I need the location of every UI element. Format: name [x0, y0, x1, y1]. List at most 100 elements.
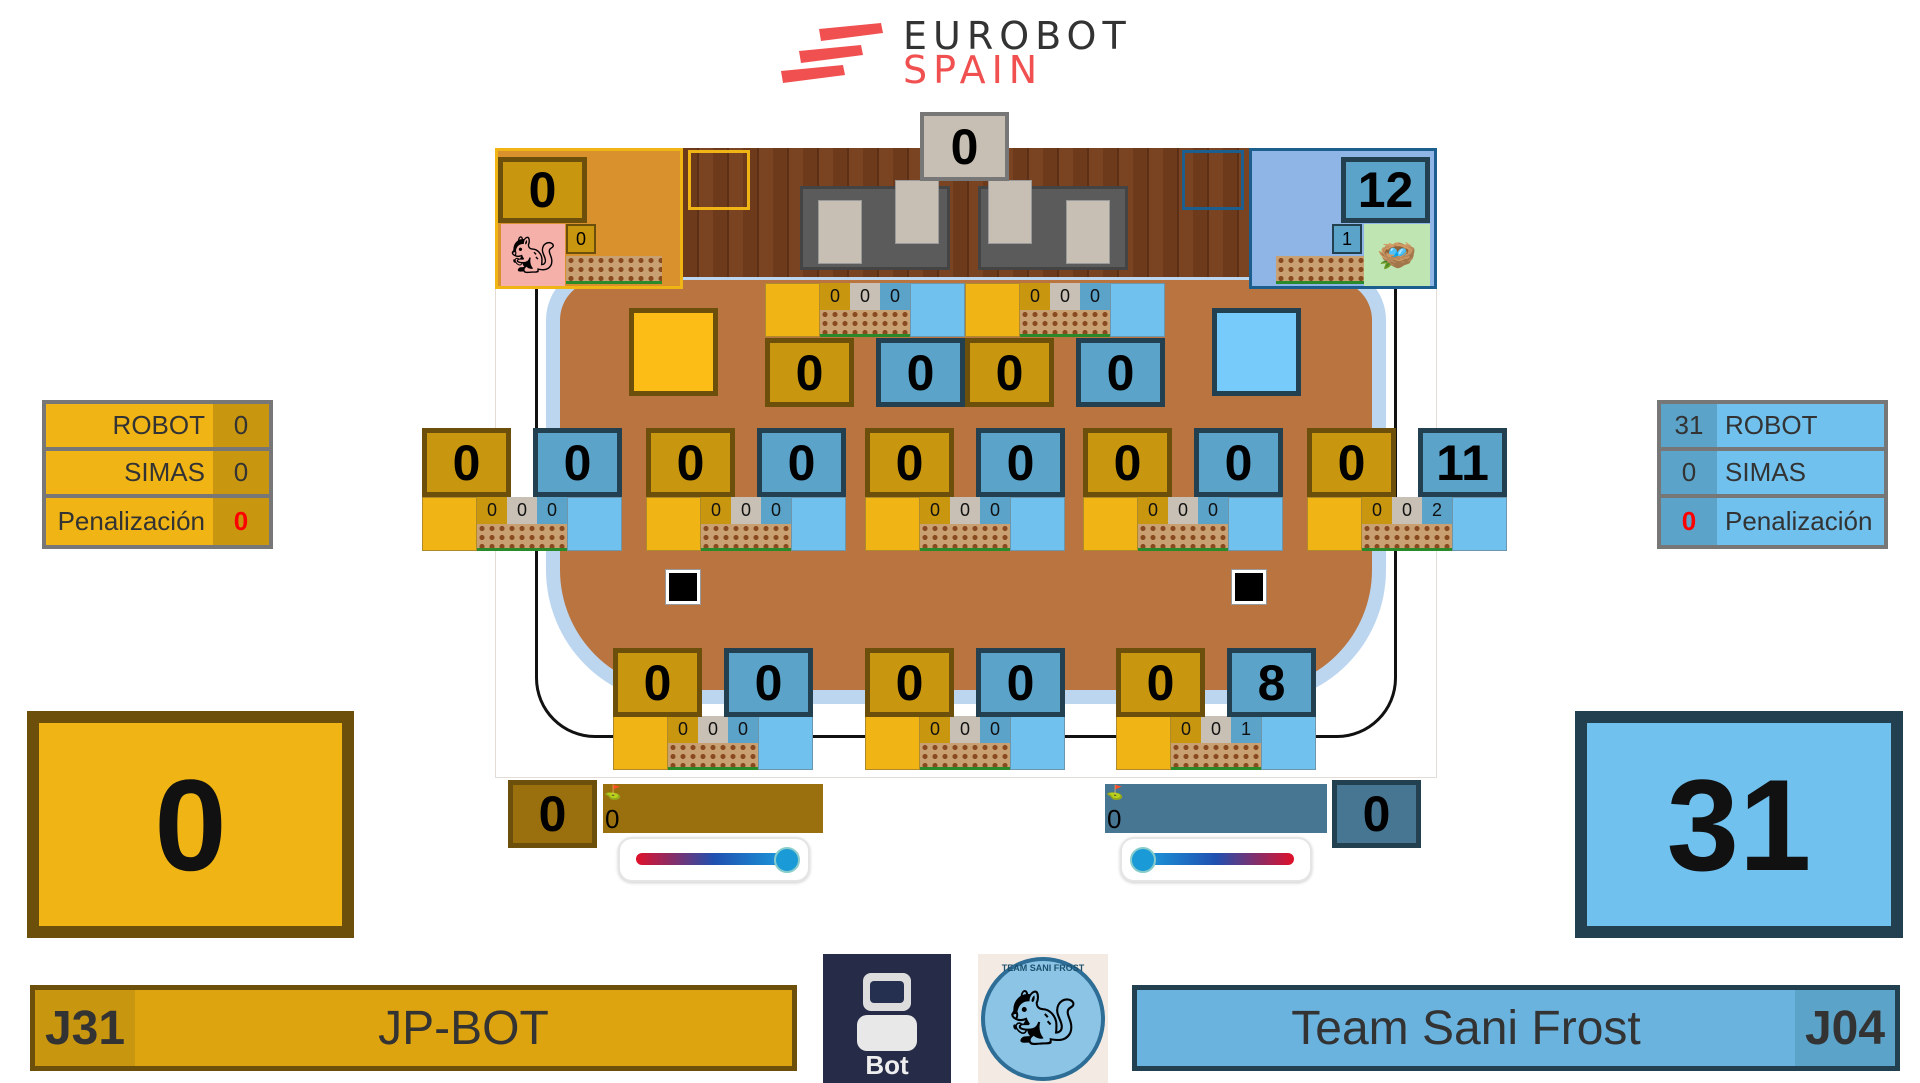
yellow-thermometer: [618, 837, 810, 882]
pair-count: 0: [1201, 716, 1231, 743]
pair-count: 0: [1050, 283, 1080, 310]
pair-count: 0: [1020, 283, 1050, 310]
yellow-start-zone: [629, 308, 718, 396]
acorn-crate: [820, 310, 910, 337]
yellow-pair-score: 0: [865, 648, 954, 717]
stat-value: 31: [1661, 404, 1717, 447]
logo-text: Bot: [865, 1050, 909, 1080]
pair-count: 0: [1392, 497, 1422, 524]
acorn-crate: [477, 524, 567, 551]
pair-count: 0: [698, 716, 728, 743]
yellow-pair-score: 0: [765, 338, 854, 407]
pair-count: 0: [728, 716, 758, 743]
acorn-crate: [920, 743, 1010, 770]
pair-count: 0: [1171, 716, 1201, 743]
logo-text: TEAM SANI FROST: [1001, 962, 1085, 973]
blue-zone-strip: [758, 716, 813, 770]
stat-label: SIMAS: [1725, 457, 1806, 487]
yellow-corner-marker: [688, 150, 750, 210]
pair-count: 0: [761, 497, 791, 524]
robot-body-icon: [857, 1015, 917, 1051]
acorn-crate: [920, 524, 1010, 551]
pair-count: 0: [980, 497, 1010, 524]
stat-label: Penalización: [57, 506, 205, 536]
yellow-total-score: 0: [27, 711, 354, 938]
blue-bottom-score: 0: [1332, 780, 1421, 848]
stat-value: 0: [1661, 451, 1717, 494]
yellow-pair-score: 0: [1307, 428, 1396, 497]
slab: [895, 180, 939, 244]
yellow-zone-strip: [765, 283, 820, 337]
yellow-zone-strip: [1083, 497, 1138, 551]
slab: [1066, 200, 1110, 264]
acorn-crate: [1020, 310, 1110, 337]
eurobot-logo: EUROBOT SPAIN: [781, 14, 1151, 91]
pair-count: 0: [537, 497, 567, 524]
blue-pair-score: 0: [757, 428, 846, 497]
team-id: J31: [35, 990, 135, 1066]
logo-title: EUROBOT: [903, 14, 1132, 58]
stat-label: ROBOT: [1725, 410, 1818, 440]
bird-nest-icon: 🪺: [1364, 224, 1430, 286]
thermometer-bulb: [774, 847, 800, 873]
logo-stripes-icon: [781, 23, 883, 83]
acorn-crate: [1276, 256, 1364, 284]
yellow-bar: ⛳ 0: [603, 784, 823, 834]
blue-pair-score: 0: [976, 648, 1065, 717]
pair-count: 0: [477, 497, 507, 524]
blue-pair-score: 11: [1418, 428, 1507, 497]
thermometer-tube: [636, 853, 792, 865]
stat-row-simas: 0 SIMAS: [1661, 451, 1884, 498]
blue-pair-score: 0: [976, 428, 1065, 497]
yellow-nest-score: 0: [498, 157, 587, 223]
pair-count: 0: [980, 716, 1010, 743]
acorn-crate: [1362, 524, 1452, 551]
robot-icon: [863, 973, 911, 1011]
blue-zone-strip: [1228, 497, 1283, 551]
blue-zone-strip: [567, 497, 622, 551]
blue-pair-score: 8: [1227, 648, 1316, 717]
pair-count: 0: [1198, 497, 1228, 524]
aruco-marker-icon: [666, 570, 700, 604]
yellow-bottom-score: 0: [508, 780, 597, 848]
flag-icon: ⛳: [1106, 784, 1124, 800]
yellow-zone-strip: [865, 497, 920, 551]
team-id: J04: [1795, 990, 1895, 1066]
blue-zone-strip: [910, 283, 965, 337]
pair-count: 1: [1231, 716, 1261, 743]
stat-value: 0: [213, 451, 269, 494]
blue-zone-strip: [1110, 283, 1165, 337]
team-name: Team Sani Frost: [1291, 1001, 1641, 1055]
squirrel-icon: 🐿: [501, 224, 565, 286]
pair-count: 0: [668, 716, 698, 743]
pair-count: 0: [950, 497, 980, 524]
yellow-nest-count: 0: [566, 224, 596, 254]
blue-bar: ⛳ 0: [1105, 784, 1327, 834]
yellow-pair-score: 0: [646, 428, 735, 497]
team-sani-frost-logo: 🐿 TEAM SANI FROST: [978, 954, 1108, 1083]
blue-zone-strip: [1261, 716, 1316, 770]
stat-row-robot: 31 ROBOT: [1661, 404, 1884, 451]
thermometer-bulb: [1130, 847, 1156, 873]
yellow-zone-strip: [646, 497, 701, 551]
squirrel-robot-icon: 🐿: [1008, 988, 1078, 1048]
yellow-pair-score: 0: [1116, 648, 1205, 717]
jp-bot-logo: Bot: [823, 954, 951, 1083]
pair-count: 0: [920, 497, 950, 524]
blue-pair-score: 0: [1076, 338, 1165, 407]
blue-pair-score: 0: [533, 428, 622, 497]
blue-team-bar: Team Sani Frost J04: [1132, 985, 1900, 1071]
acorn-crate: [1171, 743, 1261, 770]
pair-count: 0: [1138, 497, 1168, 524]
stat-label: ROBOT: [112, 410, 205, 440]
blue-nest-count: 1: [1332, 224, 1362, 254]
logo-subtitle: SPAIN: [903, 48, 1044, 92]
yellow-team-bar: J31 JP-BOT: [30, 985, 797, 1071]
blue-nest-score: 12: [1341, 157, 1430, 223]
slab: [988, 180, 1032, 244]
pair-count: 0: [1080, 283, 1110, 310]
acorn-crate: [566, 256, 662, 284]
blue-bar-value: 0: [1107, 804, 1122, 834]
